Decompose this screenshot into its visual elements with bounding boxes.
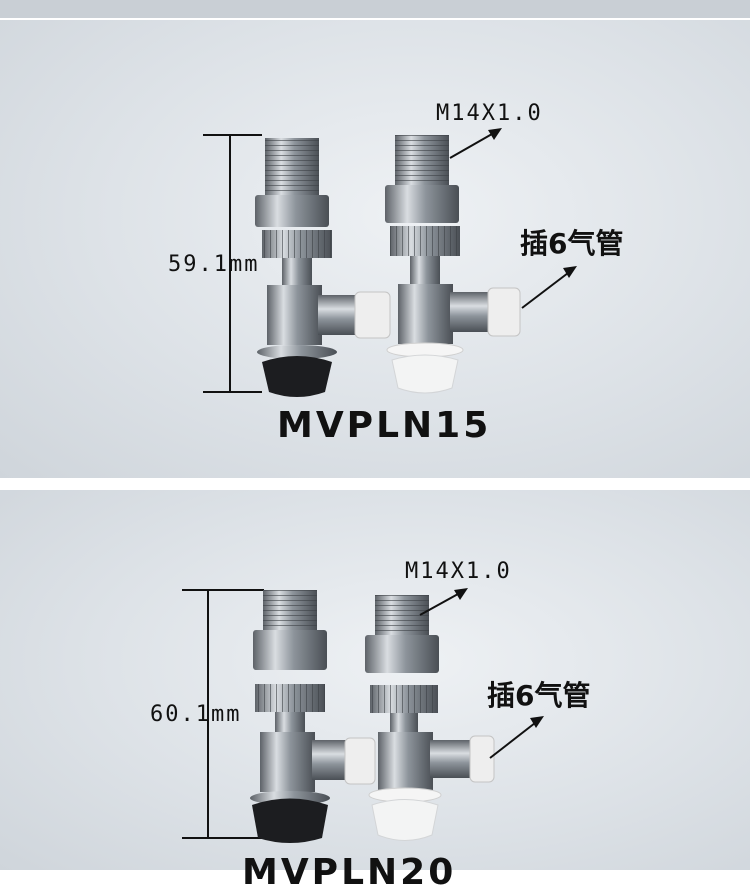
vacuum-cup-clear (385, 135, 521, 394)
thread-spec-label: M14X1.0 (436, 101, 543, 126)
vacuum-cup-black (255, 138, 391, 397)
arrow-thread (419, 588, 468, 616)
dimension-line (182, 589, 264, 839)
tube-note-label: 插6气管 (520, 227, 624, 260)
model-name: MVPLN20 (242, 852, 457, 893)
top-strip (0, 0, 750, 20)
dimension-label: 60.1mm (150, 702, 242, 727)
dimension-line (203, 134, 262, 393)
vacuum-cup-clear (365, 595, 495, 841)
product-photo-1 (203, 128, 577, 397)
product-panel-2: 60.1mm M14X1.0 插6气管 MVPLN20 (0, 490, 750, 893)
arrow-thread (449, 128, 502, 159)
model-name: MVPLN15 (277, 405, 492, 446)
dimension-label: 59.1mm (168, 252, 260, 277)
thread-spec-label: M14X1.0 (405, 559, 512, 584)
arrow-tube (521, 266, 577, 309)
vacuum-cup-black (250, 590, 376, 843)
product-panel-1: 59.1mm M14X1.0 插6气管 MVPLN15 (0, 0, 750, 478)
arrow-tube (489, 716, 544, 759)
product-photo-2 (182, 588, 544, 843)
tube-note-label: 插6气管 (487, 679, 591, 712)
